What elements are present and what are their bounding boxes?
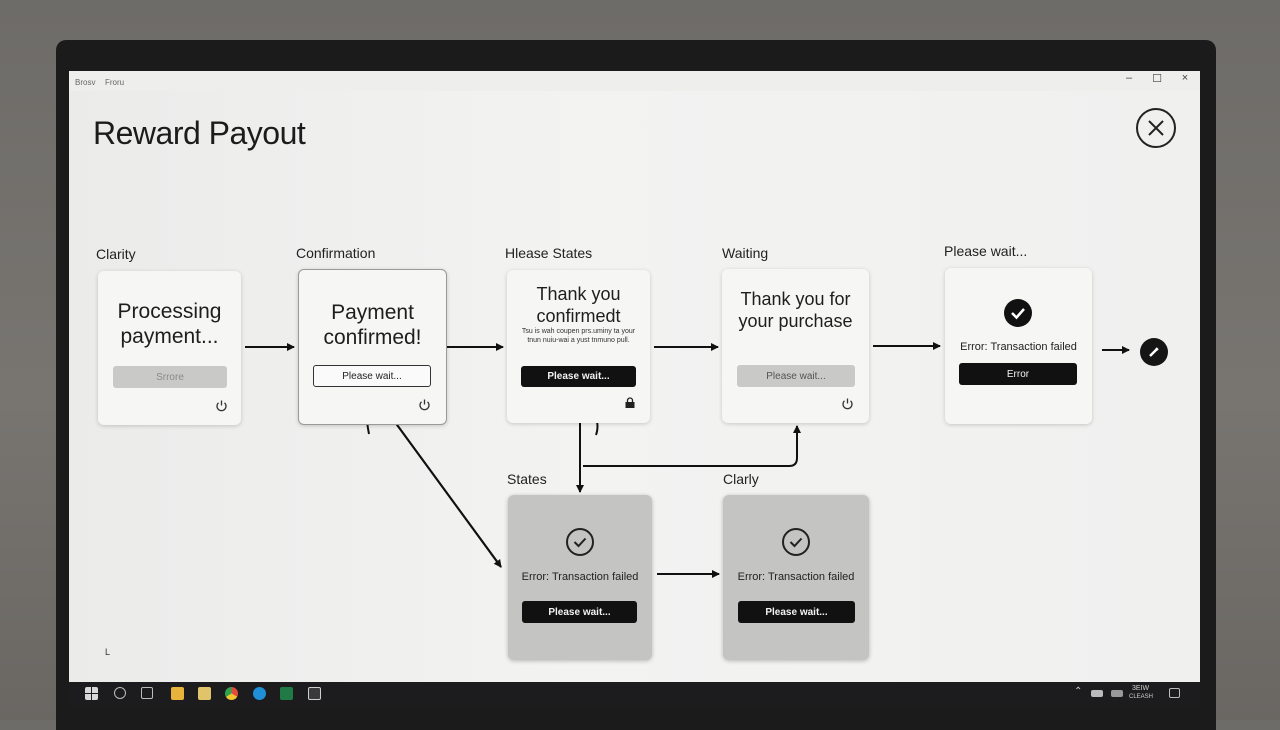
step-label-states: Hlease States [505, 245, 593, 261]
step-card-purchase: Thank you for your purchase Please wait.… [722, 269, 869, 423]
clock-time[interactable]: 3EIW [1132, 685, 1150, 692]
corner-mark: L [105, 647, 111, 657]
step-label-waiting: Waiting [722, 245, 769, 261]
checkmark-icon [1004, 299, 1032, 327]
taskbar: ⌃ 3EIW CLEASH [69, 682, 1200, 706]
connector-arrow [245, 342, 1130, 578]
battery-icon[interactable] [1091, 690, 1103, 697]
search-icon[interactable] [114, 687, 126, 699]
window-titlebar: Brosv Froru – ☐ × [69, 71, 1200, 91]
please-wait-button[interactable]: Please wait... [737, 365, 855, 387]
notification-icon[interactable] [1169, 688, 1180, 698]
disabled-button[interactable]: Srrore [113, 366, 227, 388]
step-heading: Payment confirmed! [323, 301, 422, 350]
please-wait-button[interactable]: Please wait... [522, 601, 637, 623]
error-button[interactable]: Error [959, 363, 1077, 385]
status-message: Error: Transaction failed [737, 571, 855, 583]
step-heading: Processing payment... [117, 300, 222, 349]
close-button[interactable] [1136, 108, 1176, 148]
state-label-states: States [507, 471, 547, 487]
please-wait-button[interactable]: Please wait... [738, 601, 855, 623]
files-icon[interactable] [198, 687, 211, 700]
step-body-text: Tsu is wah coupen prs.uminy ta your tnun… [521, 328, 636, 344]
window-menu[interactable]: Froru [105, 78, 125, 87]
edge-icon[interactable] [253, 687, 266, 700]
checkmark-icon [566, 528, 594, 556]
power-icon [419, 399, 430, 411]
step-heading: Thank you confirmedt [536, 284, 621, 326]
window-close-button[interactable]: × [1181, 72, 1189, 84]
step-card-error: Error: Transaction failed Error [945, 268, 1092, 424]
start-icon[interactable] [85, 687, 98, 700]
tray-chevron-icon[interactable]: ⌃ [1074, 686, 1083, 697]
end-node[interactable] [1140, 338, 1168, 366]
page-title: Reward Payout [93, 115, 306, 151]
state-label-clarly: Clarly [723, 471, 759, 487]
state-card-b: Error: Transaction failed Please wait... [723, 495, 869, 660]
chrome-icon[interactable] [225, 687, 238, 700]
app-window: Brosv Froru – ☐ × Reward Payout [69, 71, 1200, 682]
folder-icon[interactable] [171, 687, 184, 700]
checkmark-icon [782, 528, 810, 556]
minimize-button[interactable]: – [1125, 72, 1133, 84]
close-icon [1148, 120, 1164, 136]
step-label-confirmation: Confirmation [296, 245, 376, 261]
status-message: Error: Transaction failed [960, 341, 1077, 353]
pencil-icon [1149, 347, 1159, 357]
step-label-please-wait: Please wait... [944, 243, 1028, 259]
step-card-processing: Processing payment... Srrore [98, 271, 241, 425]
step-card-thank-you: Thank you confirmedt Tsu is wah coupen p… [507, 270, 650, 423]
flow-connectors [245, 342, 1130, 578]
step-card-confirmed: Payment confirmed! Please wait... [298, 269, 447, 425]
window-title: Brosv [75, 78, 96, 87]
step-label-clarity: Clarity [96, 246, 136, 262]
active-app-icon[interactable] [308, 687, 321, 700]
status-message: Error: Transaction failed [521, 571, 639, 583]
task-view-icon[interactable] [141, 687, 153, 699]
excel-icon[interactable] [280, 687, 293, 700]
power-icon [842, 398, 853, 410]
clock-date[interactable]: CLEASH [1129, 694, 1154, 700]
power-icon [216, 400, 227, 412]
please-wait-button[interactable]: Please wait... [313, 365, 431, 387]
maximize-button[interactable]: ☐ [1152, 73, 1162, 85]
please-wait-button[interactable]: Please wait... [521, 366, 636, 387]
state-card-a: Error: Transaction failed Please wait... [508, 495, 652, 660]
network-icon[interactable] [1111, 690, 1123, 697]
lock-icon [625, 397, 635, 408]
step-heading: Thank you for your purchase [738, 289, 853, 331]
